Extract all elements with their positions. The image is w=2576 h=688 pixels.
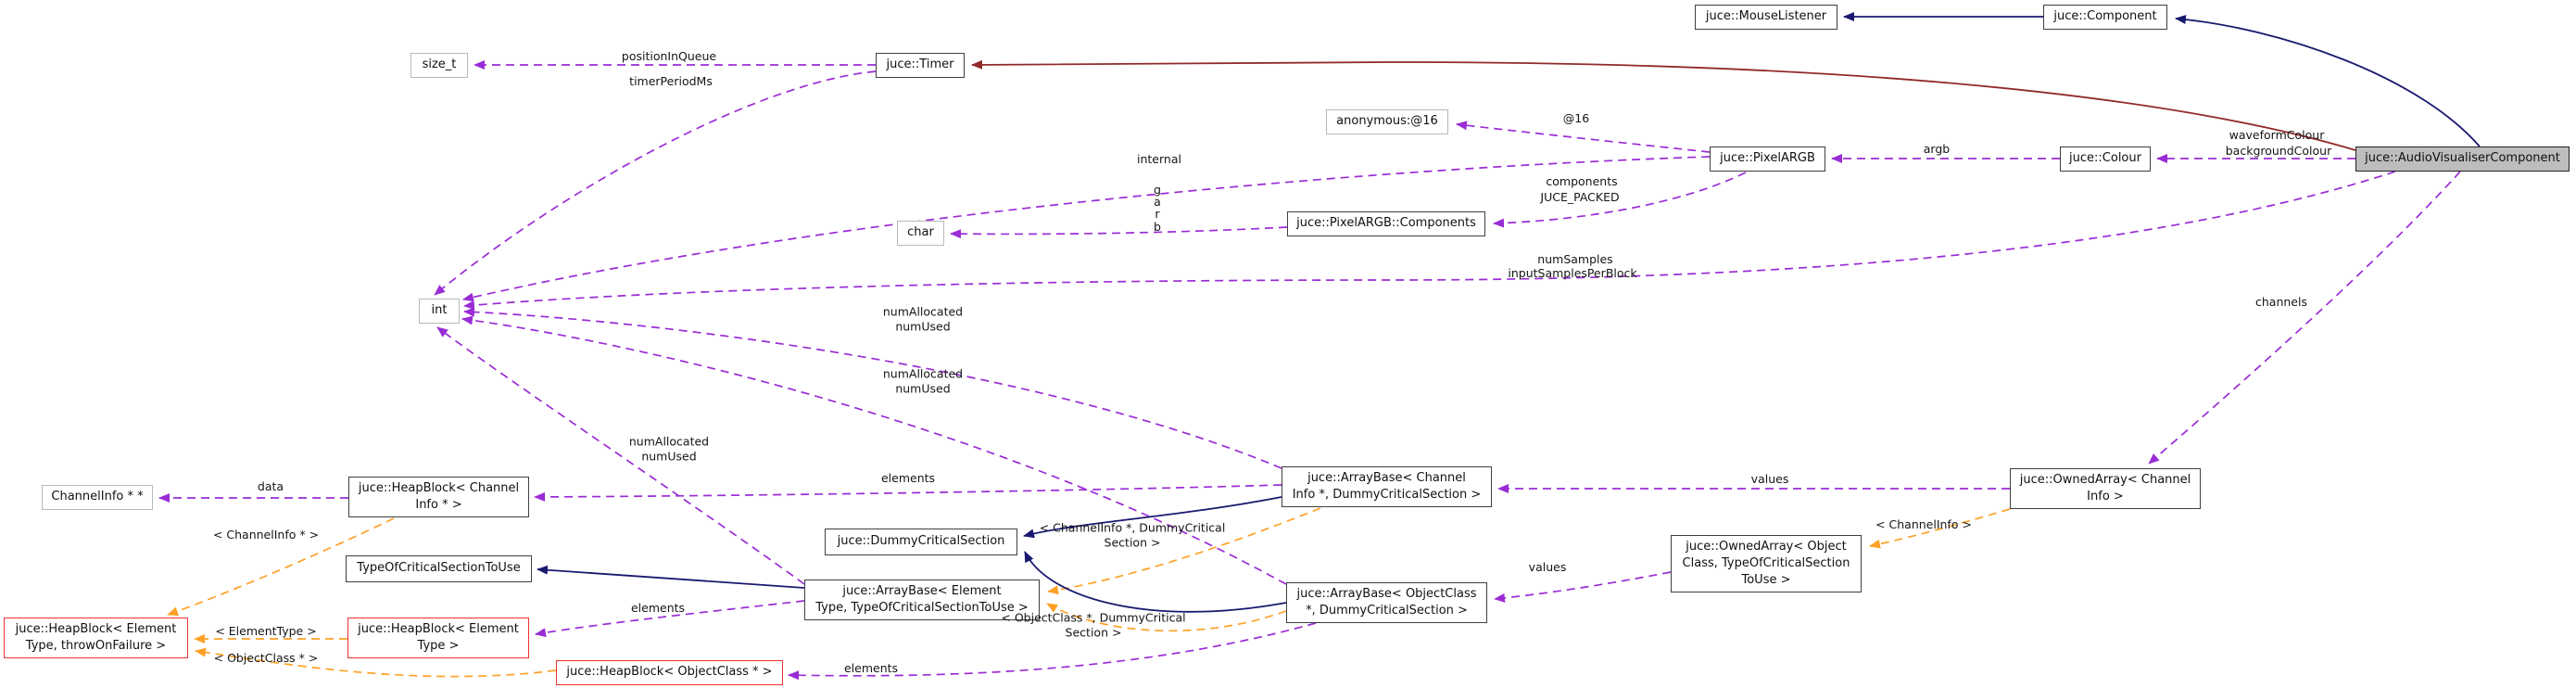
edge-label-b: b bbox=[1154, 220, 1161, 235]
node-label: juce::AudioVisualiserComponent bbox=[2365, 151, 2560, 166]
node-juce-timer[interactable]: juce::Timer bbox=[876, 53, 965, 78]
node-juce-audiovisualisercomponent: juce::AudioVisualiserComponent bbox=[2355, 147, 2570, 172]
node-int: int bbox=[419, 299, 460, 324]
edge-avc-timer bbox=[971, 59, 2356, 151]
node-label: juce::Timer bbox=[886, 57, 954, 72]
node-label: juce::PixelARGB bbox=[1720, 151, 1815, 166]
edge-avc-ownedarray-ci bbox=[2148, 171, 2461, 465]
edge-arraybase-et-tocstu bbox=[537, 565, 805, 589]
edge-ownedarray-oc-arraybase-oc bbox=[1494, 571, 1672, 603]
node-label: juce::HeapBlock< ObjectClass * > bbox=[566, 665, 773, 680]
edge-label-values-1: values bbox=[1750, 472, 1789, 487]
edge-arraybase-oc-dummycs bbox=[1024, 551, 1287, 613]
node-juce-ownedarray-channelinfo[interactable]: juce::OwnedArray< Channel Info > bbox=[2010, 468, 2201, 509]
node-juce-heapblock-elementtype[interactable]: juce::HeapBlock< Element Type > bbox=[347, 618, 529, 658]
edge-label-positioninqueue: positionInQueue bbox=[621, 49, 717, 64]
node-juce-arraybase-objectclass[interactable]: juce::ArrayBase< ObjectClass *, DummyCri… bbox=[1286, 582, 1487, 623]
edge-label-internal: internal bbox=[1137, 152, 1181, 167]
node-juce-colour[interactable]: juce::Colour bbox=[2060, 147, 2151, 172]
edge-label-template-channelinfo-dcs: < ChannelInfo *, DummyCritical Section > bbox=[1039, 520, 1226, 549]
edge-label-numallocated-numused-1: numAllocated numUsed bbox=[882, 304, 964, 333]
node-label: juce::OwnedArray< Object Class, TypeOfCr… bbox=[1682, 539, 1850, 588]
edge-pixelargb-anon16 bbox=[1456, 121, 1711, 153]
node-juce-component[interactable]: juce::Component bbox=[2043, 5, 2167, 30]
node-label: juce::HeapBlock< Channel Info * > bbox=[358, 480, 520, 512]
edge-label-inputsamplesperblock: inputSamplesPerBlock bbox=[1508, 266, 1637, 281]
node-label: juce::HeapBlock< Element Type, throwOnFa… bbox=[15, 621, 177, 653]
edge-label-components: components bbox=[1546, 174, 1618, 189]
edge-label-data: data bbox=[257, 479, 284, 494]
node-label: juce::PixelARGB::Components bbox=[1296, 216, 1476, 231]
node-juce-pixelargb-components[interactable]: juce::PixelARGB::Components bbox=[1287, 211, 1485, 236]
edge-label-at16: @16 bbox=[1562, 111, 1590, 126]
node-char: char bbox=[897, 221, 944, 246]
node-label: ChannelInfo * * bbox=[51, 490, 144, 504]
edge-avc-int bbox=[463, 171, 2396, 311]
edge-label-values-2: values bbox=[1528, 560, 1567, 575]
edge-label-template-objectclass-dcs: < ObjectClass *, DummyCritical Section > bbox=[1001, 610, 1186, 639]
edge-label-template-objectclass-ptr: < ObjectClass * > bbox=[213, 651, 319, 666]
edge-arraybase-et-int bbox=[436, 326, 805, 585]
edge-label-numallocated-numused-2: numAllocated numUsed bbox=[882, 366, 964, 395]
node-size-t: size_t bbox=[410, 53, 468, 78]
node-juce-mouselistener[interactable]: juce::MouseListener bbox=[1695, 5, 1837, 30]
node-juce-heapblock-objectclass[interactable]: juce::HeapBlock< ObjectClass * > bbox=[556, 660, 783, 685]
node-label: anonymous:@16 bbox=[1336, 114, 1438, 129]
node-label: juce::ArrayBase< ObjectClass *, DummyCri… bbox=[1296, 586, 1477, 618]
node-label: juce::HeapBlock< Element Type > bbox=[358, 621, 519, 653]
node-juce-arraybase-channelinfo[interactable]: juce::ArrayBase< Channel Info *, DummyCr… bbox=[1282, 466, 1492, 507]
node-channelinfo-ptr-ptr: ChannelInfo * * bbox=[42, 485, 153, 510]
node-typeofcriticalsectiontouse[interactable]: TypeOfCriticalSectionToUse bbox=[346, 555, 532, 582]
edge-label-numsamples: numSamples bbox=[1537, 252, 1613, 267]
edge-label-juce-packed: JUCE_PACKED bbox=[1540, 190, 1620, 205]
node-label: juce::Component bbox=[2053, 9, 2157, 24]
edge-label-argb: argb bbox=[1923, 142, 1951, 157]
edge-label-channels: channels bbox=[2255, 295, 2307, 310]
edge-arraybase-ci-heapblock-ci bbox=[534, 484, 1282, 502]
edge-label-backgroundcolour: backgroundColour bbox=[2225, 144, 2332, 159]
node-juce-pixelargb[interactable]: juce::PixelARGB bbox=[1710, 147, 1825, 172]
edge-label-elements-3: elements bbox=[843, 661, 899, 676]
edge-label-template-channelinfo-ptr: < ChannelInfo * > bbox=[212, 528, 320, 542]
node-label: char bbox=[907, 225, 934, 240]
edge-label-elements-2: elements bbox=[630, 601, 686, 616]
node-juce-dummycriticalsection[interactable]: juce::DummyCriticalSection bbox=[825, 529, 1017, 555]
edge-timer-int bbox=[434, 70, 877, 296]
node-label: juce::ArrayBase< Channel Info *, DummyCr… bbox=[1292, 470, 1482, 502]
node-label: juce::MouseListener bbox=[1705, 9, 1827, 24]
edge-label-numallocated-numused-3: numAllocated numUsed bbox=[628, 434, 710, 463]
node-label: TypeOfCriticalSectionToUse bbox=[357, 561, 521, 576]
node-label: juce::DummyCriticalSection bbox=[837, 534, 1005, 549]
edge-label-template-channelinfo: < ChannelInfo > bbox=[1875, 517, 1972, 532]
node-label: juce::OwnedArray< Channel Info > bbox=[2019, 472, 2191, 503]
edge-components-char bbox=[950, 226, 1288, 239]
edge-avc-component bbox=[2175, 15, 2481, 147]
edge-arraybase-ci-int bbox=[463, 307, 1282, 469]
node-label: juce::ArrayBase< Element Type, TypeOfCri… bbox=[815, 583, 1029, 615]
node-label: int bbox=[431, 303, 448, 318]
edge-label-elements-1: elements bbox=[880, 471, 936, 486]
node-anonymous-16: anonymous:@16 bbox=[1326, 109, 1448, 134]
edge-pixelargb-components bbox=[1493, 172, 1747, 228]
edge-label-template-elementtype: < ElementType > bbox=[215, 624, 317, 639]
edge-label-timerperiodms: timerPeriodMs bbox=[629, 74, 713, 89]
edge-label-waveformcolour: waveformColour bbox=[2229, 128, 2325, 143]
node-juce-heapblock-channelinfo[interactable]: juce::HeapBlock< Channel Info * > bbox=[348, 477, 529, 517]
node-label: size_t bbox=[422, 57, 457, 72]
node-juce-heapblock-elementtype-throwonfailure[interactable]: juce::HeapBlock< Element Type, throwOnFa… bbox=[4, 618, 188, 658]
node-juce-ownedarray-objectclass[interactable]: juce::OwnedArray< Object Class, TypeOfCr… bbox=[1671, 535, 1862, 592]
node-label: juce::Colour bbox=[2069, 151, 2141, 166]
